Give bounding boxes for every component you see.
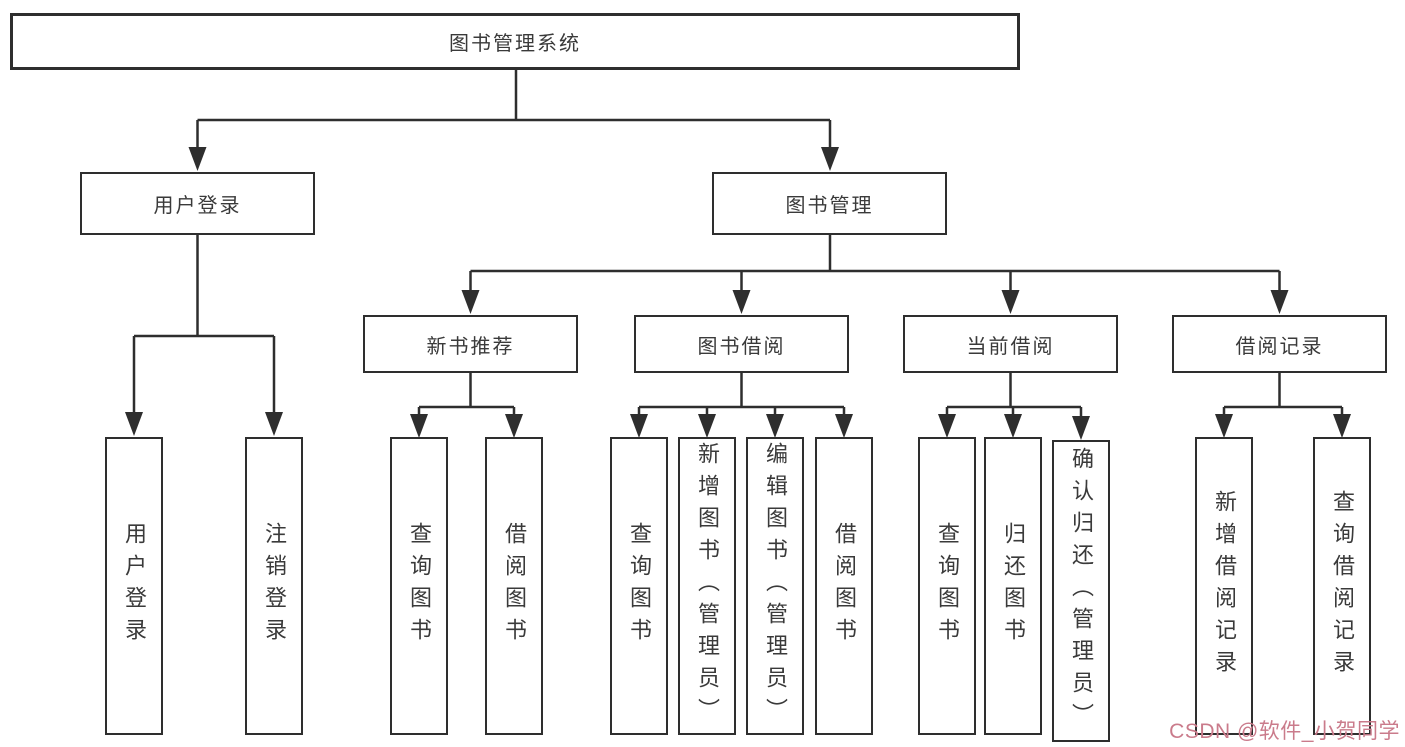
connector-borrow-record-to-leaves xyxy=(1215,373,1351,438)
arrowhead-icon xyxy=(835,414,853,438)
leaf-user-login: 用户登录 xyxy=(105,437,163,735)
leaf-label: 编辑图书（管理员） xyxy=(763,442,788,730)
arrowhead-icon xyxy=(1004,414,1022,438)
leaf-label: 查询借阅记录 xyxy=(1330,490,1355,682)
arrowhead-icon xyxy=(732,290,751,314)
arrowhead-icon xyxy=(766,414,784,438)
leaf-label: 借阅图书 xyxy=(832,522,857,650)
arrowhead-icon xyxy=(821,147,839,171)
leaf-label: 借阅图书 xyxy=(502,522,527,650)
node-new-book-recommend: 新书推荐 xyxy=(363,315,578,373)
node-current-borrowing: 当前借阅 xyxy=(903,315,1118,373)
leaf-label: 确认归还（管理员） xyxy=(1069,447,1094,735)
arrowhead-icon xyxy=(410,414,428,438)
leaf-label: 查询图书 xyxy=(935,522,960,650)
node-borrowing-records-label: 借阅记录 xyxy=(1235,335,1324,358)
arrowhead-icon xyxy=(125,412,143,436)
arrowhead-icon xyxy=(505,414,523,438)
node-user-login: 用户登录 xyxy=(80,172,315,235)
node-user-login-label: 用户登录 xyxy=(153,195,242,217)
arrowhead-icon xyxy=(1001,290,1020,314)
leaf-confirm-return-admin: 确认归还（管理员） xyxy=(1052,440,1110,742)
arrowhead-icon xyxy=(188,147,207,171)
leaf-label: 新增图书（管理员） xyxy=(695,442,720,730)
connector-new-book-rec-to-leaves xyxy=(410,373,523,438)
node-book-management-label: 图书管理 xyxy=(785,195,874,217)
node-book-borrowing: 图书借阅 xyxy=(634,315,849,373)
arrowhead-icon xyxy=(1072,416,1090,440)
connector-user-login-to-leaves xyxy=(125,235,283,436)
leaf-label: 查询图书 xyxy=(407,522,432,650)
leaf-query-borrow-record: 查询借阅记录 xyxy=(1313,437,1371,735)
leaf-add-books-admin: 新增图书（管理员） xyxy=(678,437,736,735)
node-root-label: 图书管理系统 xyxy=(449,33,581,55)
leaf-label: 用户登录 xyxy=(122,522,147,650)
leaf-label: 查询图书 xyxy=(627,522,652,650)
connector-book-mgmt-to-modules xyxy=(461,235,1289,314)
leaf-borrow-books: 借阅图书 xyxy=(815,437,873,735)
arrowhead-icon xyxy=(938,414,956,438)
leaf-borrow-books: 借阅图书 xyxy=(485,437,543,735)
leaf-label: 注销登录 xyxy=(262,522,287,650)
arrowhead-icon xyxy=(1215,414,1233,438)
node-book-borrowing-label: 图书借阅 xyxy=(697,335,786,358)
leaf-query-books: 查询图书 xyxy=(918,437,976,735)
arrowhead-icon xyxy=(698,414,716,438)
node-book-management: 图书管理 xyxy=(712,172,947,235)
leaf-edit-books-admin: 编辑图书（管理员） xyxy=(746,437,804,735)
node-current-borrowing-label: 当前借阅 xyxy=(966,335,1055,358)
arrowhead-icon xyxy=(630,414,648,438)
arrowhead-icon xyxy=(1270,290,1289,314)
node-borrowing-records: 借阅记录 xyxy=(1172,315,1387,373)
leaf-return-books: 归还图书 xyxy=(984,437,1042,735)
connector-current-borrow-to-leaves xyxy=(938,373,1090,440)
arrowhead-icon xyxy=(461,290,480,314)
leaf-logout: 注销登录 xyxy=(245,437,303,735)
leaf-label: 新增借阅记录 xyxy=(1212,490,1237,682)
arrowhead-icon xyxy=(1333,414,1351,438)
leaf-label: 归还图书 xyxy=(1001,522,1026,650)
leaf-add-borrow-record: 新增借阅记录 xyxy=(1195,437,1253,735)
leaf-query-books: 查询图书 xyxy=(390,437,448,735)
leaf-query-books: 查询图书 xyxy=(610,437,668,735)
node-root: 图书管理系统 xyxy=(10,13,1020,70)
connector-book-borrow-to-leaves xyxy=(630,373,853,438)
node-new-book-recommend-label: 新书推荐 xyxy=(426,335,515,358)
connector-root-to-level2 xyxy=(188,70,839,171)
arrowhead-icon xyxy=(265,412,283,436)
csdn-watermark: CSDN @软件_小贺同学 xyxy=(1169,720,1400,743)
